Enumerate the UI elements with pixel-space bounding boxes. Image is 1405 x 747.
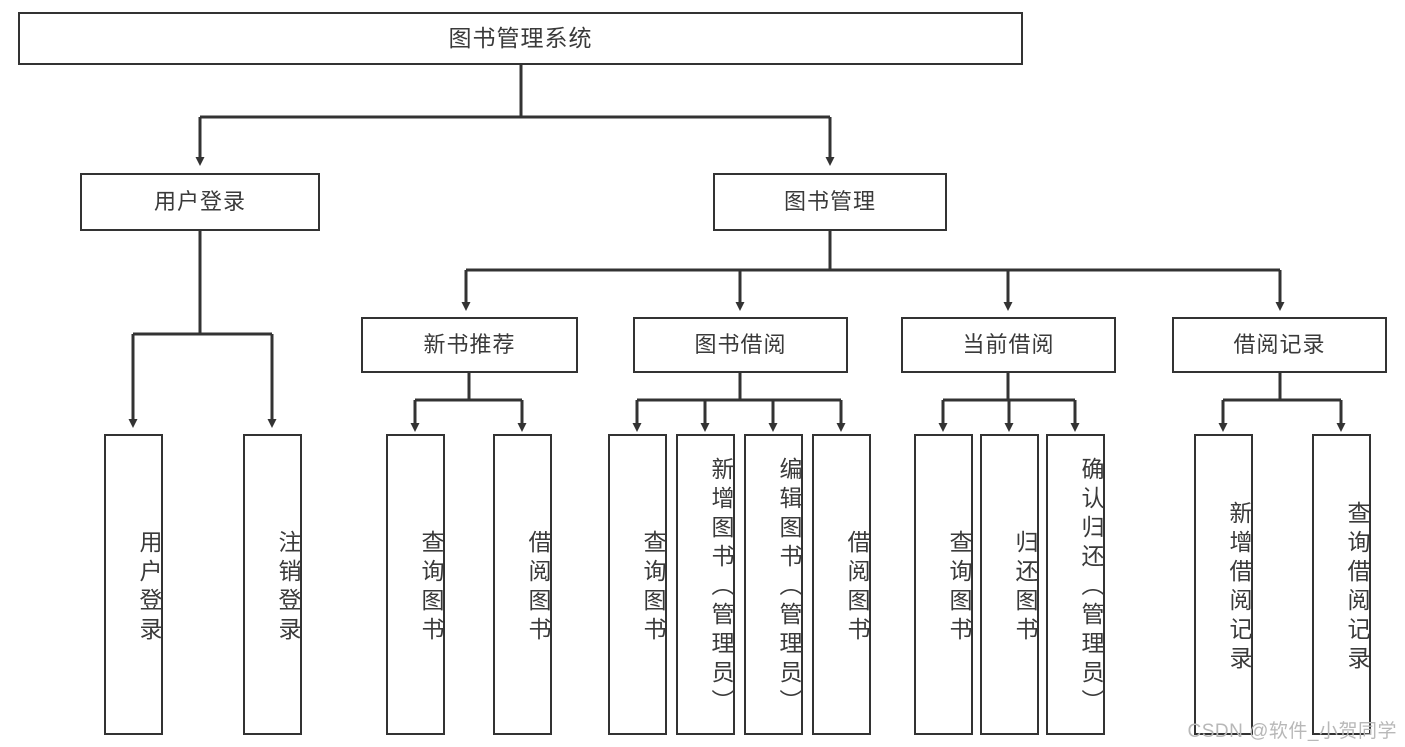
node-leaf-query-record[interactable]: 查询借阅记录	[1312, 434, 1371, 735]
node-label: 图书管理系统	[448, 24, 593, 51]
node-leaf-query-book-2[interactable]: 查询图书	[608, 434, 667, 735]
node-label: 新书推荐	[423, 331, 516, 357]
node-label: 查询图书	[640, 529, 666, 646]
node-label: 新增借阅记录	[1226, 500, 1252, 675]
node-leaf-user-login[interactable]: 用户登录	[104, 434, 163, 735]
node-leaf-borrow-book-2[interactable]: 借阅图书	[812, 434, 871, 735]
node-root-system[interactable]: 图书管理系统	[18, 12, 1023, 65]
node-leaf-logout-login[interactable]: 注销登录	[243, 434, 302, 735]
node-user-login[interactable]: 用户登录	[80, 173, 320, 231]
node-leaf-confirm-return[interactable]: 确认归还（管理员）	[1046, 434, 1105, 735]
node-borrow-record[interactable]: 借阅记录	[1172, 317, 1387, 373]
node-label: 借阅图书	[525, 529, 551, 646]
node-label: 借阅图书	[844, 529, 870, 646]
node-leaf-add-record[interactable]: 新增借阅记录	[1194, 434, 1253, 735]
node-label: 新增图书（管理员）	[708, 457, 734, 718]
node-label: 查询图书	[946, 529, 972, 646]
node-book-borrow[interactable]: 图书借阅	[633, 317, 848, 373]
node-label: 查询图书	[418, 529, 444, 646]
node-label: 注销登录	[275, 529, 301, 646]
node-book-management[interactable]: 图书管理	[713, 173, 947, 231]
node-label: 图书管理	[783, 188, 876, 214]
node-label: 图书借阅	[694, 331, 787, 357]
node-label: 归还图书	[1012, 529, 1038, 646]
node-leaf-query-book-3[interactable]: 查询图书	[914, 434, 973, 735]
node-label: 借阅记录	[1233, 331, 1326, 357]
node-new-book-recommend[interactable]: 新书推荐	[361, 317, 578, 373]
node-label: 确认归还（管理员）	[1078, 457, 1104, 718]
csdn-watermark: CSDN @软件_小贺同学	[1187, 721, 1397, 742]
node-leaf-return-book[interactable]: 归还图书	[980, 434, 1039, 735]
node-label: 编辑图书（管理员）	[776, 457, 802, 718]
node-leaf-query-book-1[interactable]: 查询图书	[386, 434, 445, 735]
node-label: 用户登录	[136, 529, 162, 646]
node-leaf-add-book[interactable]: 新增图书（管理员）	[676, 434, 735, 735]
node-current-borrow[interactable]: 当前借阅	[901, 317, 1116, 373]
node-leaf-borrow-book-1[interactable]: 借阅图书	[493, 434, 552, 735]
node-label: 当前借阅	[962, 331, 1055, 357]
node-leaf-edit-book[interactable]: 编辑图书（管理员）	[744, 434, 803, 735]
node-label: 查询借阅记录	[1344, 500, 1370, 675]
node-label: 用户登录	[153, 188, 246, 214]
